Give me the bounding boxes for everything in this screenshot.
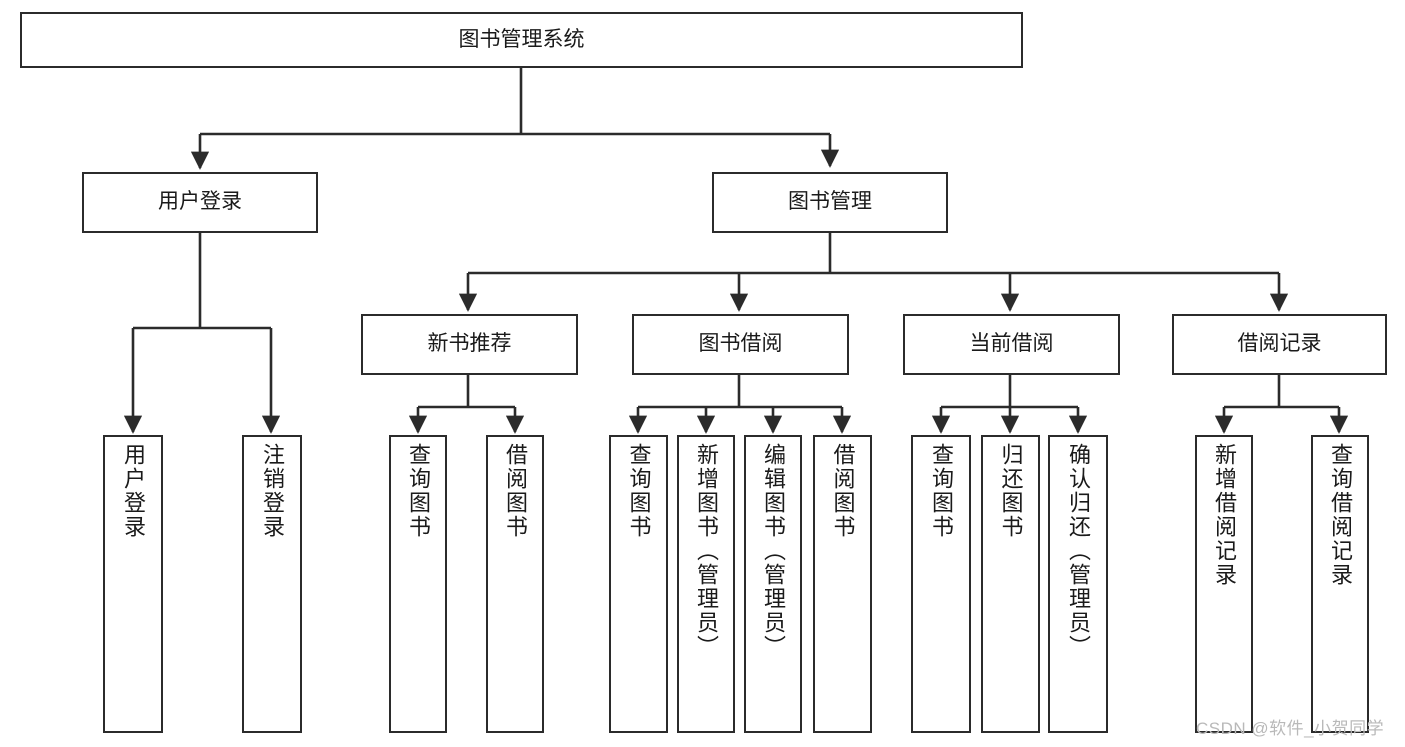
node-leaf-add-record-label: 新增借阅记录 [1212, 443, 1237, 587]
node-leaf-user-login[interactable]: 用户登录 [103, 435, 163, 733]
node-leaf-user-logout[interactable]: 注销登录 [242, 435, 302, 733]
node-leaf-add-record[interactable]: 新增借阅记录 [1195, 435, 1253, 733]
node-new-book-recommend-label: 新书推荐 [427, 332, 512, 356]
node-book-borrow[interactable]: 图书借阅 [632, 314, 849, 375]
node-current-borrow[interactable]: 当前借阅 [903, 314, 1120, 375]
node-leaf-query-book-2[interactable]: 查询图书 [609, 435, 668, 733]
node-leaf-confirm-return[interactable]: 确认归还（管理员） [1048, 435, 1108, 733]
node-leaf-confirm-return-label: 确认归还（管理员） [1066, 443, 1091, 659]
node-current-borrow-label: 当前借阅 [969, 332, 1054, 356]
node-new-book-recommend[interactable]: 新书推荐 [361, 314, 578, 375]
node-leaf-add-book-label: 新增图书（管理员） [694, 443, 719, 659]
node-book-borrow-label: 图书借阅 [698, 332, 783, 356]
node-leaf-borrow-book-2[interactable]: 借阅图书 [813, 435, 872, 733]
node-leaf-borrow-book-2-label: 借阅图书 [830, 443, 856, 539]
node-leaf-query-book-3-label: 查询图书 [929, 443, 954, 539]
node-leaf-add-book[interactable]: 新增图书（管理员） [677, 435, 735, 733]
node-user-login[interactable]: 用户登录 [82, 172, 318, 233]
node-leaf-edit-book-label: 编辑图书（管理员） [761, 443, 786, 659]
node-root[interactable]: 图书管理系统 [20, 12, 1023, 68]
node-leaf-query-book-1[interactable]: 查询图书 [389, 435, 447, 733]
node-leaf-query-book-3[interactable]: 查询图书 [911, 435, 971, 733]
node-borrow-record-label: 借阅记录 [1237, 332, 1322, 356]
node-leaf-return-book-label: 归还图书 [998, 443, 1024, 539]
node-leaf-borrow-book-1[interactable]: 借阅图书 [486, 435, 544, 733]
node-leaf-user-logout-label: 注销登录 [260, 443, 285, 539]
node-book-manage-label: 图书管理 [788, 190, 872, 214]
node-leaf-query-record[interactable]: 查询借阅记录 [1311, 435, 1369, 733]
node-leaf-query-record-label: 查询借阅记录 [1328, 443, 1353, 587]
node-book-manage[interactable]: 图书管理 [712, 172, 948, 233]
node-leaf-return-book[interactable]: 归还图书 [981, 435, 1040, 733]
node-leaf-query-book-1-label: 查询图书 [406, 443, 431, 539]
node-borrow-record[interactable]: 借阅记录 [1172, 314, 1387, 375]
node-user-login-label: 用户登录 [158, 190, 242, 214]
node-root-label: 图书管理系统 [458, 27, 585, 51]
node-leaf-borrow-book-1-label: 借阅图书 [503, 443, 528, 539]
node-leaf-edit-book[interactable]: 编辑图书（管理员） [744, 435, 802, 733]
node-leaf-query-book-2-label: 查询图书 [626, 443, 652, 539]
node-leaf-user-login-label: 用户登录 [121, 443, 146, 539]
